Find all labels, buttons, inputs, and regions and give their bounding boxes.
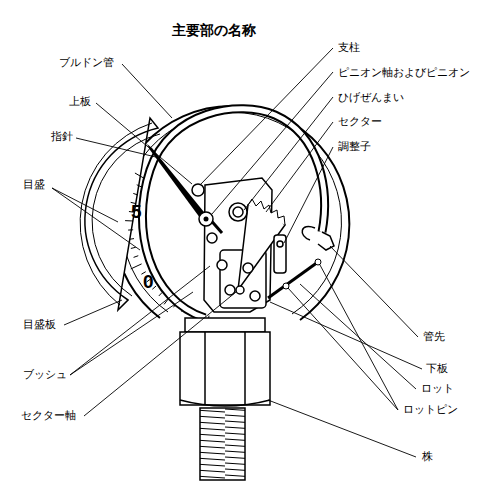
part-label: セクター [337,115,383,128]
scale-tick [129,238,134,240]
scale-tick [131,247,136,248]
part-label: セクター軸 [20,409,77,422]
part-label: 管先 [422,330,446,343]
part-label: ひげぜんまい [337,91,405,104]
scale-tick [159,292,162,296]
part-label: 指針 [50,130,74,143]
part-label: 上板 [68,95,92,108]
scale-number: 5 [131,202,142,221]
part-label: ロット [420,382,455,395]
part-label: 目盛板 [22,318,57,331]
scale-tick [128,229,133,230]
part-label: ブッシュ [22,368,68,381]
scale-number: 0 [143,272,154,291]
part-label: 支柱 [337,41,361,54]
part-label: ロットピン [402,403,459,416]
part-label: ピニオン軸およびピニオン [337,66,471,79]
scale-tick [133,193,138,195]
part-label: 株 [421,450,434,463]
scale-tick [134,256,139,258]
part-label: 調整子 [337,140,372,153]
part-label: 目盛 [22,178,46,191]
part-label: 下板 [425,362,449,375]
scale-tick [131,264,142,269]
part-label: ブルドン管 [58,56,115,69]
scale-tick [137,185,142,187]
diagram-title: 主要部の名称 [172,22,256,40]
